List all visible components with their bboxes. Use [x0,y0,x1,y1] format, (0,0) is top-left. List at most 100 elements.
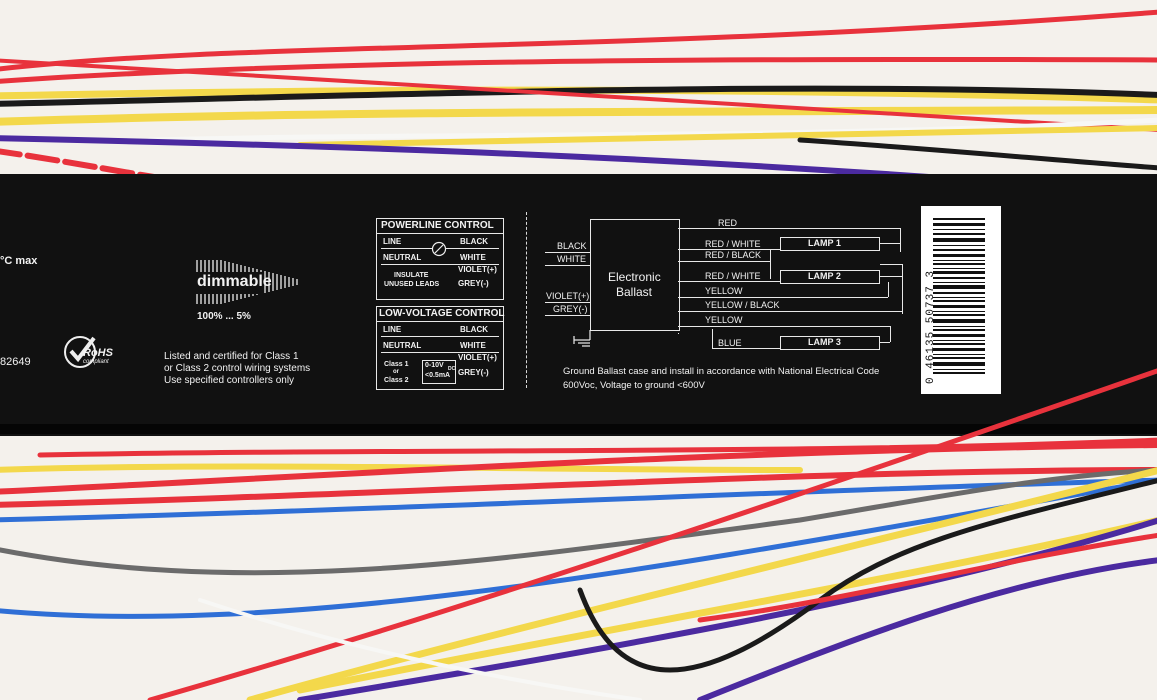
model-code-partial: 82649 [0,356,31,368]
rohs-check-icon [64,336,96,368]
wire-black-top-1 [0,85,1157,107]
powerline-control-box [376,218,504,300]
dim-range-label: 100% ... 5% [197,311,251,322]
lowvoltage-line: LINE [383,325,402,334]
dimmable-graphic [196,260,298,304]
out-red-wire [678,228,900,229]
barcode-digits: 0 46135 50737 3 [925,269,937,384]
input-grey-label: GREY(-) [553,304,588,314]
wire-violet-bottom-2 [697,557,1157,700]
powerline-insulate: INSULATE [394,272,429,279]
wire-red-bottom-5 [697,532,1157,623]
ground-note-line-2: 600Voc, Voltage to ground <600V [563,380,705,391]
lamp1-label: LAMP 1 [808,238,841,248]
wire-red-bottom-2 [0,467,1157,508]
wire-red-top-2 [0,56,1157,84]
out-red-white-1-label: RED / WHITE [705,239,761,249]
dashed-separator [526,212,527,388]
out-yellow-black-wire [678,311,902,312]
lamp1-box [780,237,880,251]
wire-white-bottom [198,598,642,700]
lamp2-label: LAMP 2 [808,271,841,281]
out-red-white-2-wire [678,281,780,282]
lowvoltage-title-divider [377,321,503,322]
powerline-neutral-wire [381,264,499,265]
powerline-white: WHITE [460,253,486,262]
barcode-bars [933,218,985,374]
lowvoltage-spec-current: <0.5mA [425,372,451,379]
dimmable-label: dimmable [197,273,272,290]
wire-red-top-1 [0,9,1157,72]
lowvoltage-violet: VIOLET(+) [458,353,497,362]
out-blue-wire [712,348,780,349]
lowvoltage-spec-voltage: 0-10V [425,362,444,369]
wire-red-white-top [0,148,163,181]
out-red-black-wire [678,261,770,262]
out-yellow-black-label: YELLOW / BLACK [705,300,780,310]
ballast-title-line-1: Electronic [608,270,661,284]
wire-red-bottom-4 [147,368,1157,700]
powerline-grey: GREY(-) [458,279,489,288]
cert-line-2: or Class 2 control wiring systems [164,363,311,374]
lowvoltage-class1: Class 1 [384,361,409,368]
wire-yellow-bottom-3 [296,517,1157,694]
input-grey-wire [545,315,590,316]
wire-red-top-3 [0,58,1157,132]
wire-violet-bottom [297,517,1157,700]
lowvoltage-grey: GREY(-) [458,368,489,377]
input-violet-label: VIOLET(+) [546,291,590,301]
lamp1-right-wire [880,243,900,244]
out-yellow-1-vert [888,282,889,297]
input-black-label: BLACK [557,241,587,251]
out-blue-label: BLUE [718,338,742,348]
lamp3-label: LAMP 3 [808,337,841,347]
out-red-white-1-wire [678,249,780,250]
out-red-label: RED [718,218,738,228]
lowvoltage-title: LOW-VOLTAGE CONTROL [379,308,505,319]
lowvoltage-spec-dc: DC [448,366,456,372]
lowvoltage-neutral: NEUTRAL [383,341,422,350]
input-violet-wire [545,302,590,303]
lowvoltage-class2: Class 2 [384,377,409,384]
input-black-wire [545,252,590,253]
out-yellow-2-label: YELLOW [705,315,743,325]
out-red-vert [900,228,901,252]
wire-yellow-top-2 [0,106,1157,126]
wire-white-top-1 [147,117,1157,143]
ballast-title-line-2: Ballast [616,285,653,299]
powerline-title-divider [377,233,503,234]
dimmer-knob-icon [431,241,447,257]
out-yellow-1-label: YELLOW [705,286,743,296]
lamp2-right-vert [902,264,903,314]
wire-yellow-top-3 [297,125,1157,148]
powerline-unused-leads: UNUSED LEADS [384,281,440,288]
lamp3-box [780,336,880,350]
temp-rating-partial: °C max [0,255,38,267]
wire-grey-bottom [0,467,1157,576]
lowvoltage-spec-box [422,360,456,384]
out-yellow-2-vert [890,326,891,342]
wire-black-top-2 [797,137,1157,171]
wire-yellow-bottom-1 [0,463,803,473]
lowvoltage-line-wire [381,336,499,337]
lamp3-right-wire [880,342,890,343]
lowvoltage-black: BLACK [460,325,488,334]
wire-red-bottom-3 [37,437,1157,458]
out-red-black-label: RED / BLACK [705,250,762,260]
ballast-bottom-edge [0,424,1157,434]
powerline-neutral: NEUTRAL [383,253,422,262]
powerline-black: BLACK [460,237,488,246]
out-blue-stub [678,333,679,334]
out-yellow-1-wire [678,297,888,298]
out-red-black-vert [770,249,771,279]
powerline-title: POWERLINE CONTROL [381,220,494,231]
powerline-violet: VIOLET(+) [458,265,497,274]
input-white-label: WHITE [557,254,586,264]
out-blue-vert [712,329,713,349]
lamp2-top-wire [880,264,902,265]
cert-line-3: Use specified controllers only [164,375,295,386]
rohs-compliant-label: compliant [83,359,109,365]
ground-note-line-1: Ground Ballast case and install in accor… [563,366,880,377]
rohs-label: RoHS [83,347,113,359]
low-voltage-control-box [376,306,504,390]
